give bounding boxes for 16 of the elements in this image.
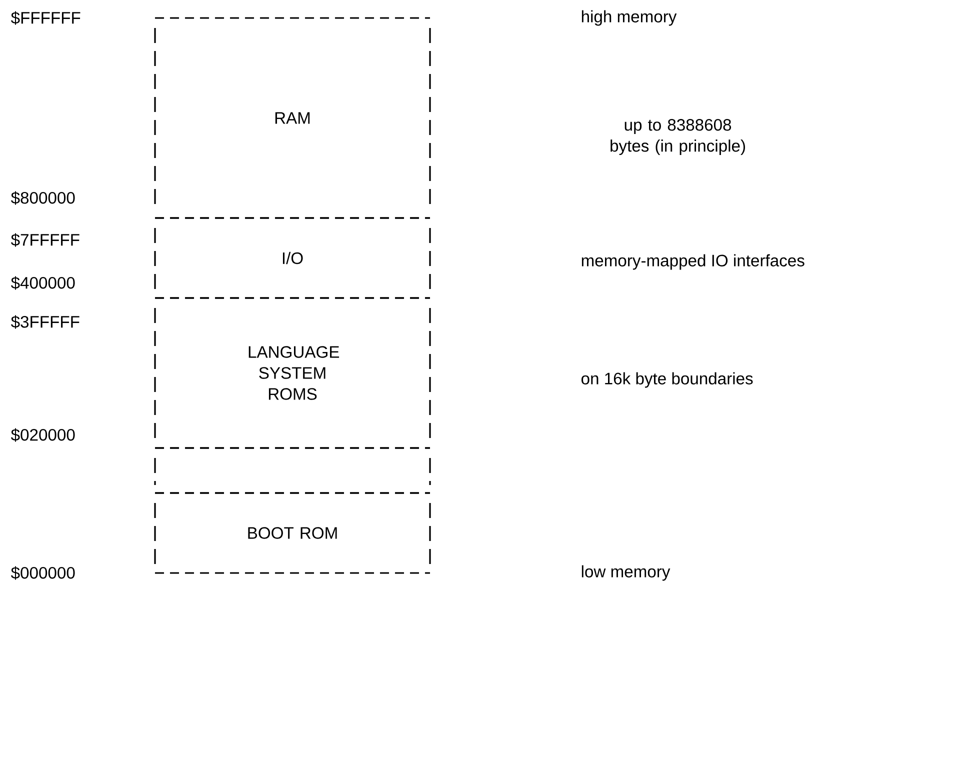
memory-note: on 16k byte boundaries [582,372,753,388]
memory-note: memory-mapped IO interfaces [582,254,804,270]
address-label: $7FFFFF [11,233,80,247]
memory-note: low memory [582,565,670,581]
address-label: $020000 [11,428,75,442]
memory-region: RAM [154,17,431,219]
address-label: $FFFFFF [11,11,80,25]
memory-region: I/O [154,217,431,299]
memory-note: high memory [582,10,677,26]
address-label: $000000 [11,566,75,580]
address-label: $3FFFFF [11,315,80,329]
memory-region: BOOT ROM [154,492,431,574]
memory-note: up to 8388608 bytes (in principle) [610,119,745,156]
address-label: $800000 [11,191,75,205]
address-label: $400000 [11,276,75,290]
memory-region: LANGUAGE SYSTEM ROMS [154,297,431,449]
